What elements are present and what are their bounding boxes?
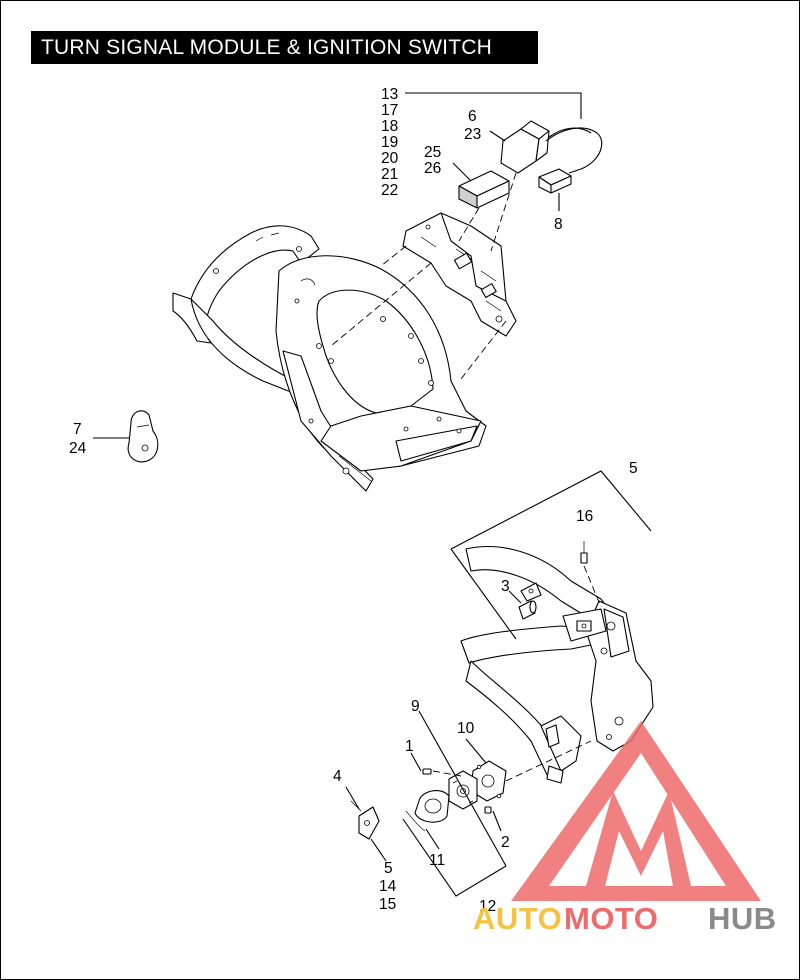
callout-10: 10 xyxy=(457,720,475,737)
callout-5-frame: 5 xyxy=(629,460,638,477)
callout-1: 1 xyxy=(405,738,414,755)
callout-9: 9 xyxy=(411,698,420,715)
watermark-logo xyxy=(511,721,761,901)
callout-14: 14 xyxy=(379,878,397,895)
callout-20: 20 xyxy=(381,150,399,167)
part-16-screw xyxy=(580,541,588,564)
callout-15: 15 xyxy=(379,896,396,913)
watermark-word-hub: HUB xyxy=(708,901,777,936)
part-4-lock xyxy=(350,800,380,840)
callout-8: 8 xyxy=(554,216,563,233)
relay-block xyxy=(458,170,510,209)
module-bracket xyxy=(402,212,517,337)
callout-22: 22 xyxy=(381,182,398,199)
part-3-sleeve xyxy=(518,600,537,620)
callout-13: 13 xyxy=(381,86,398,103)
turn-signal-module xyxy=(500,120,603,194)
diagram-title: TURN SIGNAL MODULE & IGNITION SWITCH xyxy=(31,31,538,64)
callout-26: 26 xyxy=(424,160,441,177)
part-2-screw xyxy=(484,806,492,814)
watermark-word-moto: MOTO xyxy=(564,901,658,936)
callout-19: 19 xyxy=(381,134,398,151)
part-11-cover xyxy=(405,790,450,832)
callout-25: 25 xyxy=(424,144,441,161)
callout-21: 21 xyxy=(381,166,398,183)
callout-6: 6 xyxy=(468,108,477,125)
ignition-key xyxy=(127,410,159,463)
callout-11: 11 xyxy=(429,852,445,869)
callout-labels: 13 17 18 19 20 21 22 6 23 25 26 8 7 24 5… xyxy=(69,86,638,915)
callout-16: 16 xyxy=(576,508,593,525)
callout-18: 18 xyxy=(381,118,398,135)
watermark-triangle-icon xyxy=(511,721,761,901)
frame-assembly xyxy=(460,546,654,784)
callout-2: 2 xyxy=(501,834,510,851)
callout-3: 3 xyxy=(501,578,510,595)
part-10-base-plate xyxy=(470,760,507,802)
watermark-word-auto: AUTO xyxy=(473,901,562,936)
callout-23: 23 xyxy=(464,126,481,143)
part-9-switch-body xyxy=(448,770,478,810)
callout-17: 17 xyxy=(381,102,398,119)
callout-4: 4 xyxy=(333,768,342,785)
part-1-screw xyxy=(422,768,432,775)
watermark-wordmark: AUTO MOTO HUB xyxy=(473,901,777,936)
callout-7: 7 xyxy=(73,421,82,438)
callout-12: 12 xyxy=(479,898,496,915)
callout-24: 24 xyxy=(69,440,87,457)
callout-5-lock: 5 xyxy=(384,860,393,877)
nacelle-housing xyxy=(172,225,487,492)
